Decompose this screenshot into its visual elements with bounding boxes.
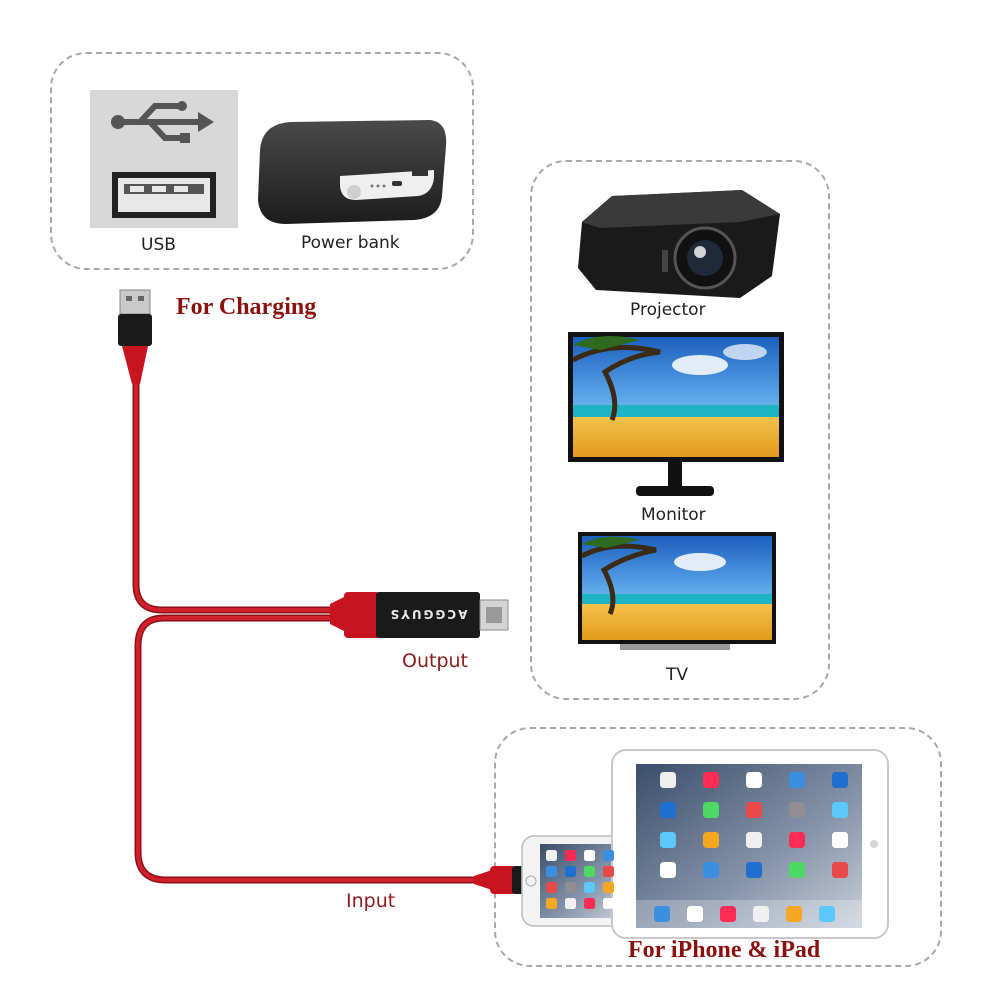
app-icon bbox=[565, 850, 576, 861]
output-label: Output bbox=[402, 650, 468, 672]
app-icon bbox=[584, 866, 595, 877]
monitor-image bbox=[568, 332, 784, 496]
ipad-app-icons bbox=[654, 772, 848, 922]
app-icon bbox=[832, 802, 848, 818]
app-icon bbox=[660, 772, 676, 788]
app-icon bbox=[832, 772, 848, 788]
projector-label: Projector bbox=[630, 300, 706, 320]
cable-brand-text: ACGGUYS bbox=[389, 607, 468, 621]
app-icon bbox=[584, 898, 595, 909]
app-icon bbox=[703, 802, 719, 818]
app-icon bbox=[789, 862, 805, 878]
app-icon bbox=[703, 772, 719, 788]
dock-app-icon bbox=[753, 906, 769, 922]
app-icon bbox=[546, 882, 557, 893]
power-bank-image bbox=[258, 120, 447, 224]
dock-app-icon bbox=[687, 906, 703, 922]
app-icon bbox=[789, 772, 805, 788]
tv-label: TV bbox=[666, 665, 689, 685]
app-icon bbox=[746, 772, 762, 788]
tv-image bbox=[578, 532, 776, 650]
app-icon bbox=[789, 832, 805, 848]
charging-group-box bbox=[50, 52, 474, 270]
app-icon bbox=[603, 866, 614, 877]
usb-port-image bbox=[90, 90, 238, 228]
app-icon bbox=[746, 802, 762, 818]
app-icon bbox=[603, 850, 614, 861]
dock-app-icon bbox=[654, 906, 670, 922]
for-iphone-ipad-heading: For iPhone & iPad bbox=[628, 937, 821, 963]
app-icon bbox=[746, 862, 762, 878]
hdmi-connector bbox=[330, 592, 509, 638]
input-devices-group-box bbox=[494, 727, 942, 967]
for-charging-heading: For Charging bbox=[176, 294, 317, 320]
app-icon bbox=[546, 898, 557, 909]
iphone-app-icons bbox=[546, 850, 614, 909]
app-icon bbox=[789, 802, 805, 818]
app-icon bbox=[832, 832, 848, 848]
output-devices-group-box bbox=[530, 160, 830, 700]
projector-image bbox=[578, 190, 780, 298]
dock-app-icon bbox=[720, 906, 736, 922]
app-icon bbox=[584, 882, 595, 893]
app-icon bbox=[660, 832, 676, 848]
dock-app-icon bbox=[819, 906, 835, 922]
input-label: Input bbox=[346, 890, 396, 912]
app-icon bbox=[660, 862, 676, 878]
app-icon bbox=[546, 850, 557, 861]
app-icon bbox=[603, 882, 614, 893]
app-icon bbox=[703, 832, 719, 848]
usb-label: USB bbox=[141, 235, 176, 255]
dock-app-icon bbox=[786, 906, 802, 922]
monitor-label: Monitor bbox=[641, 505, 706, 525]
app-icon bbox=[584, 850, 595, 861]
app-icon bbox=[565, 898, 576, 909]
app-icon bbox=[603, 898, 614, 909]
app-icon bbox=[703, 862, 719, 878]
usb-plug bbox=[118, 289, 152, 384]
power-bank-label: Power bank bbox=[301, 233, 400, 253]
cable bbox=[132, 376, 484, 884]
app-icon bbox=[832, 862, 848, 878]
iphone-image bbox=[521, 835, 627, 927]
app-icon bbox=[546, 866, 557, 877]
app-icon bbox=[660, 802, 676, 818]
app-icon bbox=[565, 866, 576, 877]
app-icon bbox=[565, 882, 576, 893]
app-icon bbox=[746, 832, 762, 848]
